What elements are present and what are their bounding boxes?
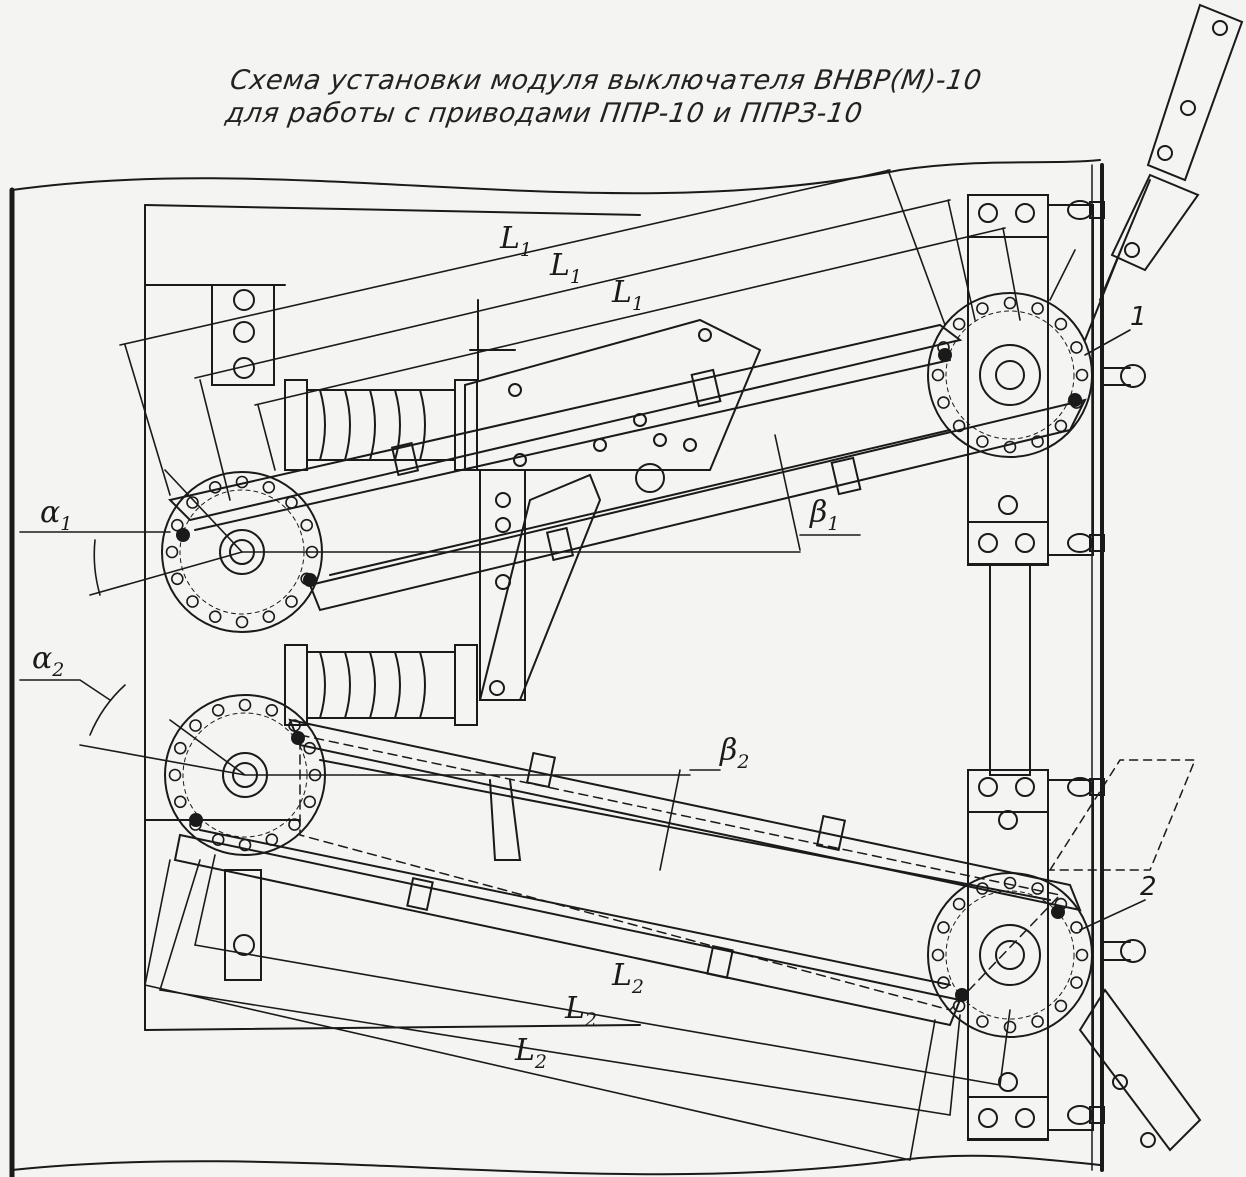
upper-drive-arm [1084,3,1244,341]
panel-frame [9,159,1104,1177]
label-alpha2: α2 [32,641,64,681]
bolt-hole [165,545,179,559]
bolt-hole [1031,435,1044,448]
bolt-hole [931,368,945,382]
bolt-hole [952,419,966,433]
bolt-hole [1075,368,1089,382]
left-bracket [144,284,301,981]
bolt-hole [937,976,950,989]
dimension-labels: L1 L1 L1 L2 L2 L2 α1 β1 α2 β2 1 2 [32,221,1157,1073]
bolt-hole [1031,1015,1044,1028]
bolt-hole [1003,1020,1017,1034]
bolt-hole [208,480,222,494]
angle-beta1 [241,434,861,553]
bolt-hole [976,435,989,448]
bolt-hole [288,719,301,732]
lower-insulator [284,644,478,726]
label-l1-c: L1 [611,275,644,315]
dimension-l1 [119,169,1076,501]
callout-1: 1 [1130,302,1147,332]
label-l1-b: L1 [549,248,582,288]
upper-insulator [284,379,478,471]
bolt-hole [976,1015,989,1028]
bolt-hole [262,480,276,494]
bolt-hole [211,703,225,717]
angle-alpha2 [19,679,246,776]
pivot-pins [176,348,1082,1002]
label-alpha1: α1 [40,495,72,535]
lower-drive-arm [1048,759,1202,1152]
dimension-l2 [144,854,1011,1161]
bolt-hole [1054,999,1068,1013]
bolt-hole [1054,317,1068,331]
bolt-hole [235,615,249,629]
bolt-hole [186,595,199,608]
bolt-hole [262,610,276,624]
bolt-hole [238,838,252,852]
bolt-hole [211,833,225,847]
bolt-hole [285,595,298,608]
pulley-upper-right [927,292,1093,458]
bolt-hole [976,882,989,895]
pulley-bolt-holes [165,296,1089,1034]
bolt-hole [1054,419,1068,433]
pulley-lower-left [164,694,326,856]
callout-2: 2 [1140,872,1157,902]
callout-1-leader [1084,329,1131,356]
bolt-hole [174,741,187,755]
bolt-hole [186,496,199,509]
bolt-hole [937,921,950,934]
bolt-hole [285,496,298,509]
label-l2-b: L2 [564,991,597,1031]
callout-2-leader [1079,899,1146,931]
bolt-hole [1003,876,1017,890]
label-beta2: β2 [719,733,749,773]
bolt-hole [208,610,222,624]
bolt-hole [303,795,317,809]
bolt-hole [303,741,317,755]
bolt-hole [171,572,184,586]
label-beta1: β1 [809,495,839,535]
bolt-hole [937,396,950,409]
angle-alpha1 [19,469,244,596]
bolt-hole [265,833,279,847]
bolt-hole [1075,948,1089,962]
bolt-hole [235,475,249,489]
bolt-hole [288,818,301,831]
bolt-hole [1003,440,1017,454]
bolt-hole [189,719,202,732]
label-l2-c: L2 [514,1033,547,1073]
bolt-hole [174,795,187,809]
bolt-hole [300,518,314,532]
bolt-hole [1070,976,1083,989]
bolt-hole [931,948,945,962]
bolt-hole [1070,921,1083,934]
bolt-hole [238,698,252,712]
bolt-hole [1003,296,1017,310]
bolt-hole [952,897,966,911]
label-l2-a: L2 [611,958,644,998]
bolt-hole [265,703,279,717]
bolt-hole [171,518,184,532]
pulley-lower-right [927,872,1093,1038]
label-l1-a: L1 [499,221,532,261]
bolt-hole [1031,302,1044,315]
bolt-hole [952,317,966,331]
bolt-hole [976,302,989,315]
angle-beta2 [244,769,721,871]
bolt-hole [1070,341,1083,354]
bolt-hole [1031,882,1044,895]
bolt-hole [168,768,182,782]
